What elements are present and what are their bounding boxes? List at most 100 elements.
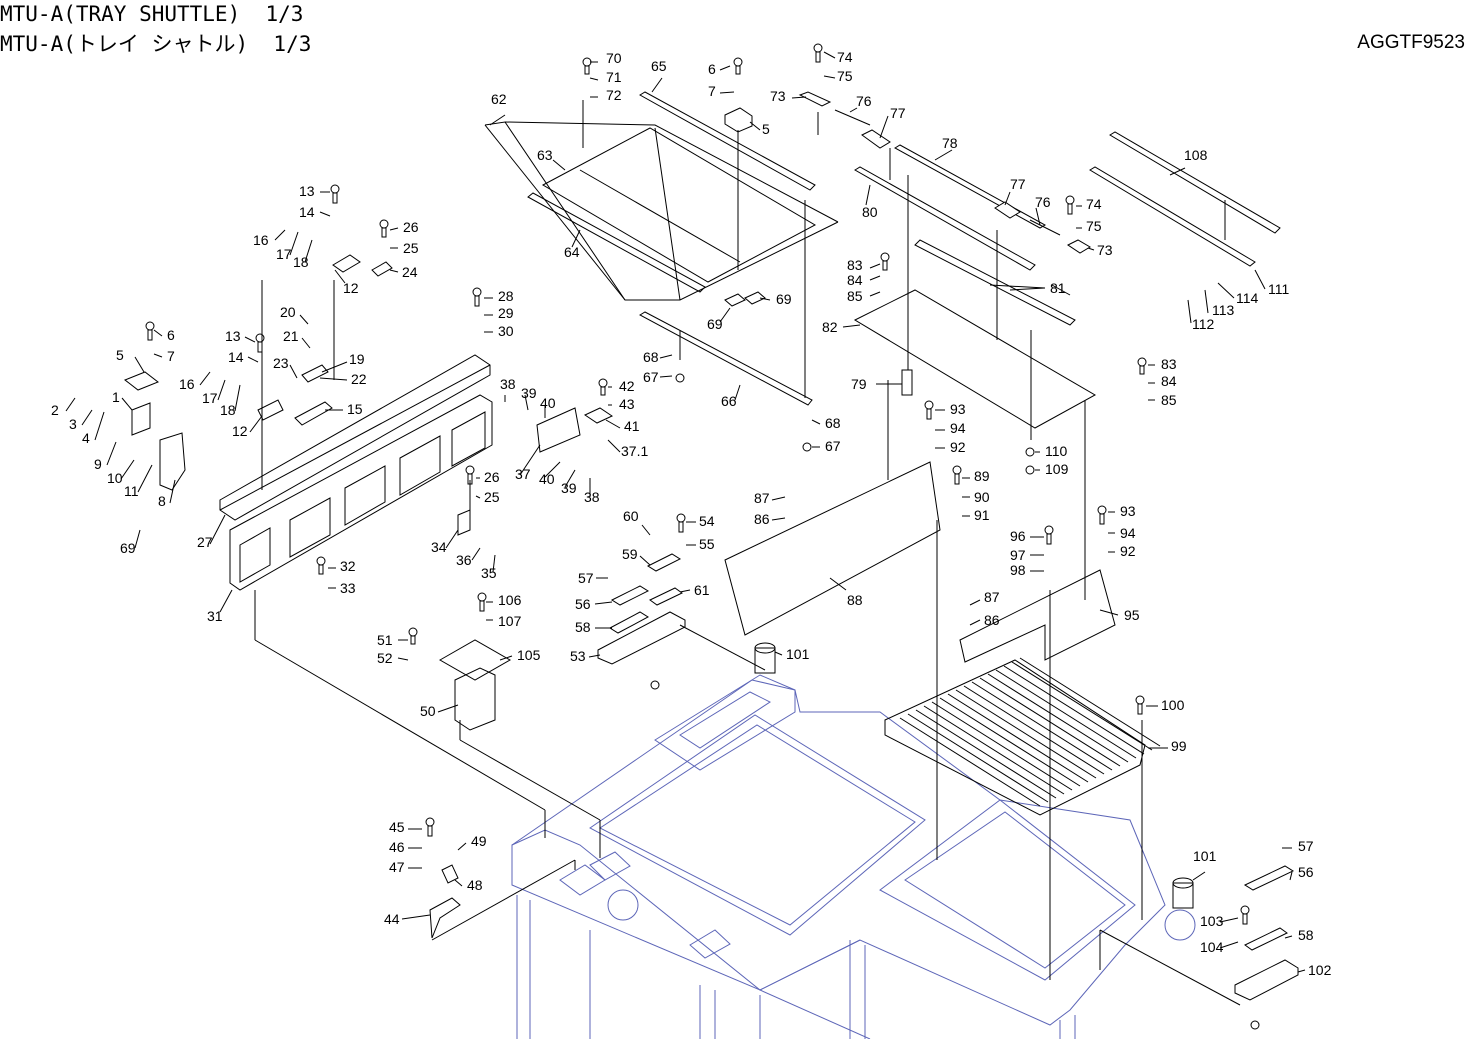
- leader-line: [169, 479, 176, 504]
- leader-line: [319, 211, 331, 217]
- callout-60: 60: [623, 508, 639, 524]
- callout-87: 87: [754, 490, 770, 506]
- leader-line: [641, 524, 651, 536]
- document-code: AGGTF9523: [1357, 32, 1465, 53]
- callout-97: 97: [1010, 547, 1026, 563]
- callout-57: 57: [578, 570, 594, 586]
- leader-line: [137, 464, 153, 493]
- callout-80: 80: [862, 204, 878, 220]
- callout-40: 40: [539, 471, 555, 487]
- callout-27: 27: [197, 534, 213, 550]
- callout-113: 113: [1212, 302, 1235, 318]
- callout-35: 35: [481, 565, 497, 581]
- callout-26: 26: [403, 219, 419, 235]
- callout-108: 108: [1184, 147, 1208, 163]
- callout-83: 83: [1161, 356, 1177, 372]
- callout-75: 75: [1086, 218, 1102, 234]
- tray-slot: [915, 709, 1057, 799]
- leader-line: [607, 439, 621, 453]
- leader-line: [65, 397, 76, 412]
- leader-line: [774, 651, 783, 656]
- leader-line: [254, 639, 546, 811]
- callout-94: 94: [1120, 525, 1136, 541]
- tray-slot: [899, 717, 1041, 807]
- callout-65: 65: [651, 58, 667, 74]
- leader-line: [1009, 287, 1046, 291]
- callout-13: 13: [225, 328, 241, 344]
- callout-56: 56: [1298, 864, 1314, 880]
- callout-38: 38: [500, 376, 516, 392]
- callout-50: 50: [420, 703, 436, 719]
- callout-55: 55: [699, 536, 715, 552]
- leader-line: [771, 496, 786, 501]
- callout-21: 21: [283, 328, 299, 344]
- callout-20: 20: [280, 304, 296, 320]
- callout-37-1: 37.1: [621, 443, 648, 459]
- leader-line: [120, 459, 135, 480]
- callout-19: 19: [349, 351, 365, 367]
- callout-78: 78: [942, 135, 958, 151]
- callout-74: 74: [837, 49, 853, 65]
- callout-53: 53: [570, 648, 586, 664]
- callout-30: 30: [498, 323, 514, 339]
- callout-92: 92: [950, 439, 966, 455]
- diagram-title-english: MTU-A(TRAY SHUTTLE) 1/3: [0, 2, 304, 26]
- leader-line: [121, 397, 133, 411]
- callout-84: 84: [847, 272, 863, 288]
- callout-16: 16: [253, 232, 269, 248]
- leader-line: [719, 307, 731, 323]
- leader-line: [289, 231, 299, 256]
- callout-82: 82: [822, 319, 838, 335]
- leader-line: [719, 65, 731, 71]
- callout-73: 73: [770, 88, 786, 104]
- callout-88: 88: [847, 592, 863, 608]
- callout-104: 104: [1200, 939, 1224, 955]
- leader-line: [304, 239, 313, 263]
- callout-76: 76: [856, 93, 872, 109]
- callout-23: 23: [273, 355, 289, 371]
- leader-line: [1254, 269, 1266, 290]
- tray-slot: [947, 693, 1089, 783]
- leader-line: [1187, 299, 1192, 324]
- callout-110: 110: [1045, 443, 1068, 459]
- callout-52: 52: [377, 650, 393, 666]
- callout-90: 90: [974, 489, 990, 505]
- leader-line: [471, 547, 481, 561]
- callout-48: 48: [467, 877, 483, 893]
- callout-18: 18: [293, 254, 309, 270]
- leader-line: [247, 356, 259, 363]
- callout-58: 58: [575, 619, 591, 635]
- callout-54: 54: [699, 513, 715, 529]
- callout-101: 101: [1193, 848, 1217, 864]
- callout-63: 63: [537, 147, 553, 163]
- leader-line: [865, 184, 871, 206]
- callout-87: 87: [984, 589, 1000, 605]
- leader-line: [153, 329, 163, 337]
- parts-line-art: [123, 43, 1299, 1030]
- leader-line: [299, 314, 309, 325]
- leader-line: [719, 91, 735, 94]
- callout-11: 11: [124, 483, 139, 499]
- callout-32: 32: [340, 558, 356, 574]
- tray-slot: [971, 681, 1113, 771]
- leader-line: [134, 356, 145, 373]
- leader-line: [1099, 929, 1241, 1006]
- callout-93: 93: [950, 401, 966, 417]
- leader-line: [492, 554, 496, 573]
- leader-line: [153, 353, 163, 358]
- leader-line: [1204, 289, 1209, 314]
- leader-line: [589, 77, 599, 81]
- callout-70: 70: [606, 50, 622, 66]
- callout-57: 57: [1298, 838, 1314, 854]
- leader-line: [209, 514, 226, 545]
- leader-line: [869, 291, 881, 297]
- callout-45: 45: [389, 819, 405, 835]
- callout-42: 42: [619, 378, 635, 394]
- callout-51: 51: [377, 632, 393, 648]
- callout-33: 33: [340, 580, 356, 596]
- callout-69: 69: [776, 291, 792, 307]
- leader-line: [457, 842, 467, 851]
- callout-41: 41: [624, 418, 640, 434]
- callout-103: 103: [1200, 913, 1224, 929]
